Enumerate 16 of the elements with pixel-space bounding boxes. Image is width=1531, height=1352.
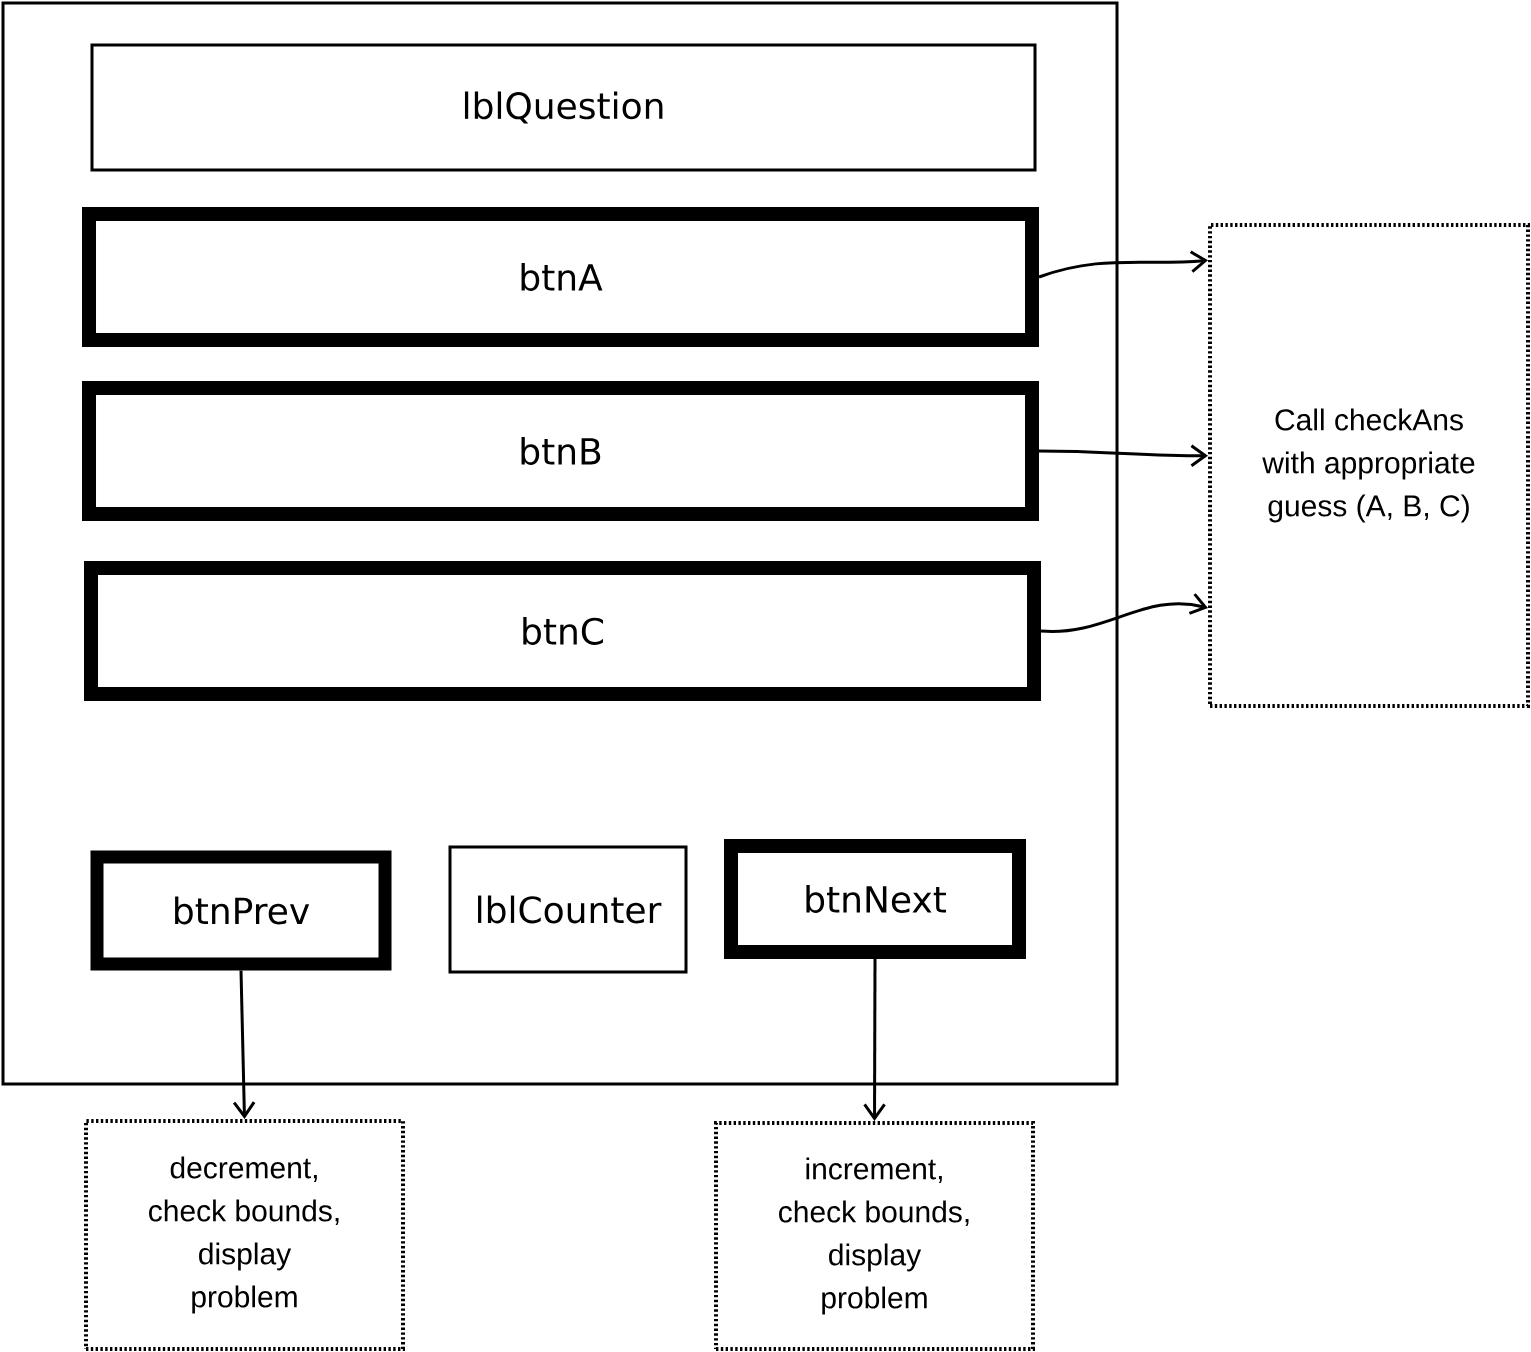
arrow [1039, 444, 1208, 467]
label-box: lblQuestion [90, 43, 1037, 172]
arrow [1038, 250, 1208, 279]
arrow [232, 970, 256, 1119]
arrow [1040, 593, 1208, 633]
note-box: decrement, check bounds, display problem [84, 1119, 405, 1351]
note-box: Call checkAns with appropriate guess (A, B, C) [1208, 222, 1530, 708]
button-box: btnC [84, 561, 1041, 701]
label-box: lblCounter [448, 845, 688, 974]
button-box: btnA [82, 207, 1039, 347]
window-frame [1, 1, 1119, 1086]
note-box: increment, check bounds, display problem [714, 1121, 1035, 1351]
button-box: btnB [82, 381, 1039, 521]
button-box: btnNext [724, 839, 1026, 959]
button-box: btnPrev [90, 850, 392, 971]
arrow [863, 958, 886, 1121]
